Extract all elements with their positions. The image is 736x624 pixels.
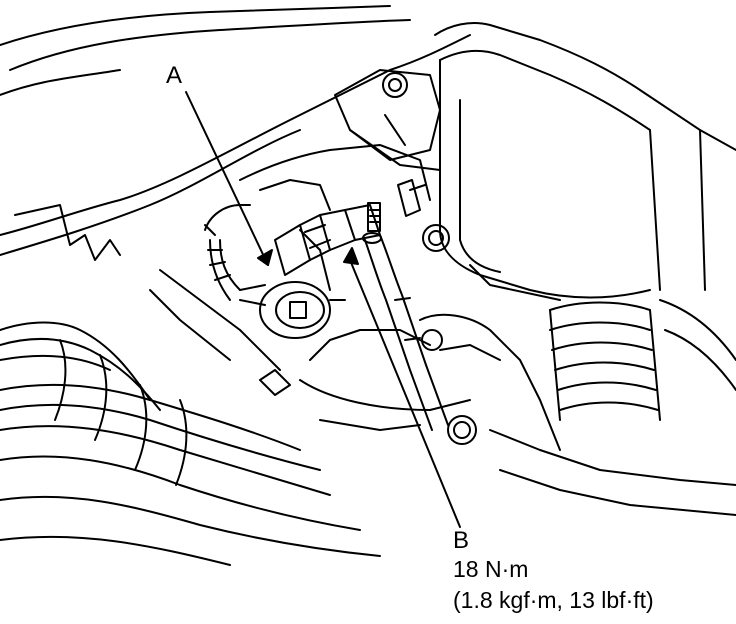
intake-housing [434, 22, 736, 301]
sensor-pointer [185, 91, 273, 266]
knock-sensor [274, 202, 381, 276]
torque-spec-metric: 18 N·m [453, 556, 529, 582]
lower-bracket [419, 224, 736, 516]
sensor-connector [204, 204, 346, 339]
ribbed-duct [549, 299, 736, 421]
drive-shaft [0, 321, 381, 566]
bolt-leader [343, 247, 461, 528]
engine-block [149, 144, 471, 431]
callout-b-label: B [453, 527, 470, 554]
upper-body-panel [0, 5, 471, 261]
callout-a-label: A [166, 62, 183, 89]
torque-spec-alternate: (1.8 kgf·m, 13 lbf·ft) [453, 587, 654, 613]
hose-clamp [259, 179, 426, 396]
vertical-rod [362, 232, 449, 431]
mounting-bracket [334, 69, 441, 171]
